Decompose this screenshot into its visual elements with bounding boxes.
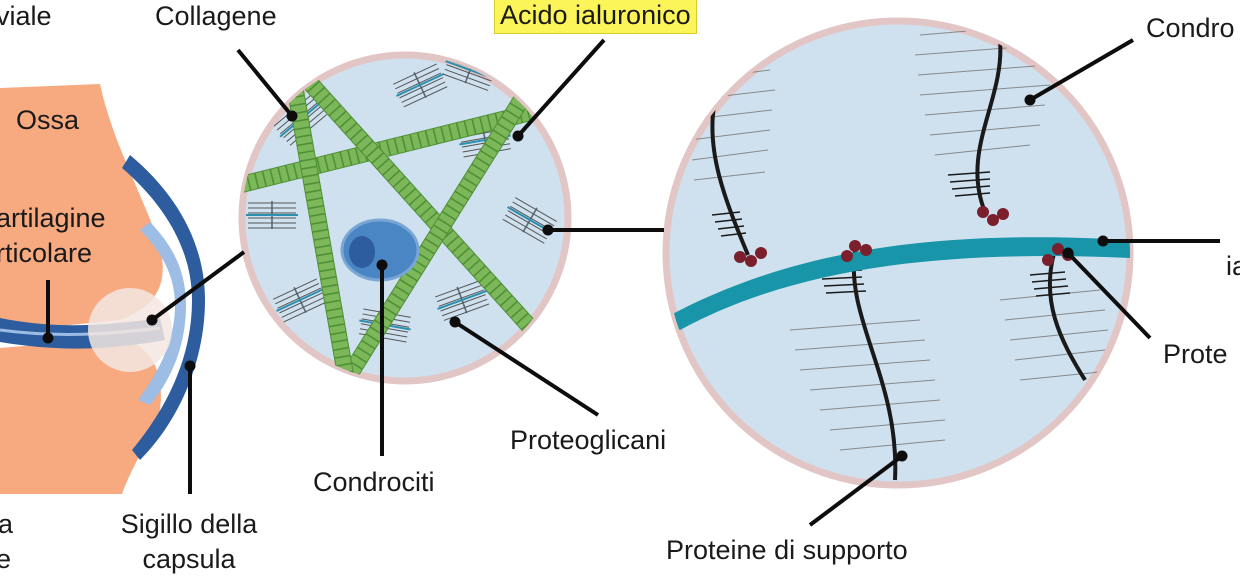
lower-bone [0,338,161,494]
link-protein [734,251,746,263]
label-ialuronico-cut: ia [1226,251,1240,281]
hyaluronic-acid-strand [666,237,1130,330]
label-proteoglicani: Proteoglicani [510,425,667,455]
molecular-zoom-circle [662,17,1134,489]
link-protein [1042,254,1054,266]
label-cut-a: a [0,509,14,539]
link-protein [977,206,989,218]
upper-bone [0,84,163,332]
chondrocyte-nucleus [349,236,375,268]
label-sigillo-line2: capsula [142,544,236,574]
proteoglycan-core-chain [851,249,898,481]
label-sinoviale-cut: viale [0,1,52,31]
label-ossa: Ossa [16,105,80,135]
label-cartilagine-line2: rticolare [0,238,93,268]
proteoglycan-core-chain [1047,249,1087,382]
proteoglycan-core-chain [975,39,1003,213]
link-protein [841,250,853,262]
capsule-outer [122,155,205,460]
label-proteine-cut: Prote [1163,339,1228,369]
label-cartilagine-line1: artilagine [0,203,106,233]
label-proteine-di-supporto: Proteine di supporto [666,535,908,565]
capsule-inner [138,222,186,405]
label-condrociti-cut: Condro [1146,13,1235,43]
label-cut-e: e [0,544,12,574]
label-condrociti: Condrociti [313,467,435,497]
zoom-spot [88,288,172,372]
label-collagene: Collagene [155,1,277,31]
joint-illustration [0,84,205,494]
label-acido-ialuronico: Acido ialuronico [494,0,697,34]
proteoglycan-core-chain [710,99,750,256]
leader-dots [42,94,1109,462]
label-sigillo-line1: Sigillo della [120,509,258,539]
leader-lines [46,38,1220,527]
collagen-fiber [278,55,362,381]
